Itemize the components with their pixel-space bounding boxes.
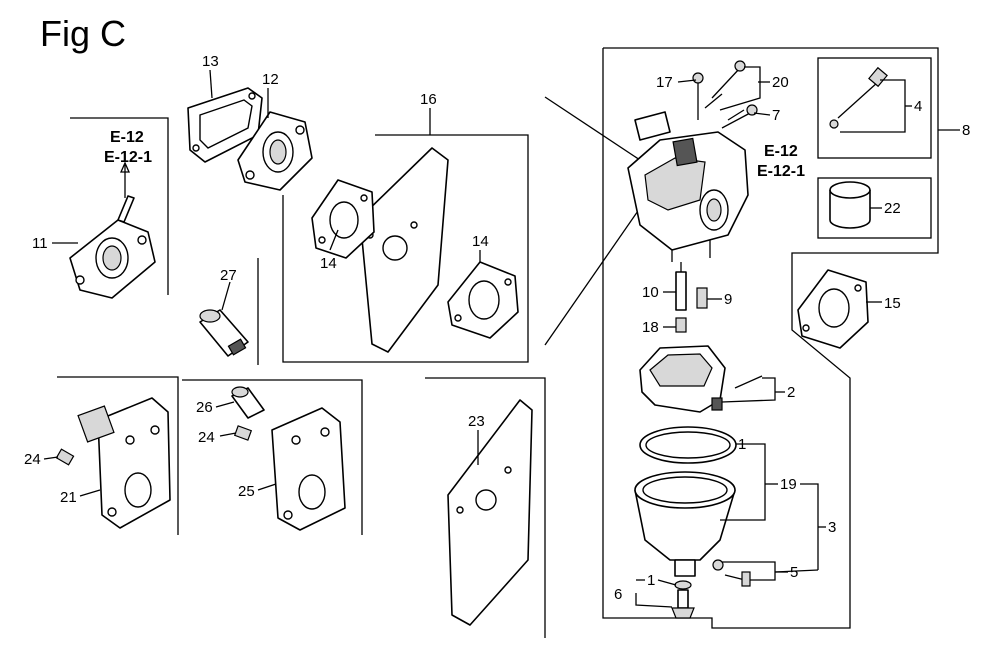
callout-8: 8: [962, 122, 970, 139]
callout-26: 26: [196, 399, 213, 416]
part-21-case: [77, 397, 171, 529]
part-4-screws: [829, 66, 888, 129]
callout-17: 17: [656, 74, 673, 91]
part-2-float: [639, 345, 763, 413]
callout-4: 4: [914, 98, 922, 115]
callout-10: 10: [642, 284, 659, 301]
callout-1b: 1: [647, 572, 655, 589]
part-screws-top: [692, 60, 758, 129]
callout-14b: 14: [472, 233, 489, 250]
part-11-insulator: [69, 195, 156, 299]
leader-lines: [43, 66, 960, 608]
part-jets: [675, 262, 708, 333]
callout-9: 9: [724, 291, 732, 308]
part-14a-gasket: [311, 179, 375, 259]
callout-16: 16: [420, 91, 437, 108]
callout-21: 21: [60, 489, 77, 506]
callout-20: 20: [772, 74, 789, 91]
callouts: 11 13 12 16 14 14 27 24 21 26 24 25 23 1…: [24, 53, 970, 603]
callout-24a: 24: [24, 451, 41, 468]
callout-27: 27: [220, 267, 237, 284]
callout-18: 18: [642, 319, 659, 336]
callout-14a: 14: [320, 255, 337, 272]
part-19-bowl: [634, 471, 736, 577]
part-5-drain-screw: [712, 559, 751, 587]
callout-7: 7: [772, 107, 780, 124]
part-carburetor-body: [627, 111, 749, 262]
part-1a-oring: [639, 426, 737, 464]
callout-12: 12: [262, 71, 279, 88]
figure-title: Fig C: [40, 13, 126, 54]
callout-23: 23: [468, 413, 485, 430]
callout-3: 3: [828, 519, 836, 536]
part-12-spacer: [237, 111, 313, 191]
part-16-plate: [359, 147, 449, 353]
part-27-dowel: [199, 309, 249, 357]
part-22-ring: [829, 181, 871, 229]
callout-2: 2: [787, 384, 795, 401]
callout-1a: 1: [738, 436, 746, 453]
ref-left-top: E-12: [110, 129, 144, 146]
part-24b-grommet: [233, 425, 253, 441]
part-15-gasket: [797, 269, 869, 349]
callout-11: 11: [32, 235, 48, 252]
callout-22: 22: [884, 200, 901, 217]
callout-15: 15: [884, 295, 901, 312]
part-23-plate: [447, 399, 533, 626]
callout-6: 6: [614, 586, 622, 603]
part-24a-grommet: [55, 448, 75, 466]
ref-left-bottom: E-12-1: [104, 149, 152, 166]
callout-13: 13: [202, 53, 219, 70]
callout-5: 5: [790, 564, 798, 581]
callout-25: 25: [238, 483, 255, 500]
part-6-bolt: [671, 580, 695, 619]
ref-right-top: E-12: [764, 143, 798, 160]
part-25-case: [271, 407, 346, 531]
callout-24b: 24: [198, 429, 215, 446]
ref-right-bottom: E-12-1: [757, 163, 805, 180]
part-26-dowel: [231, 386, 265, 419]
part-14b-gasket: [447, 261, 519, 339]
callout-19: 19: [780, 476, 797, 493]
